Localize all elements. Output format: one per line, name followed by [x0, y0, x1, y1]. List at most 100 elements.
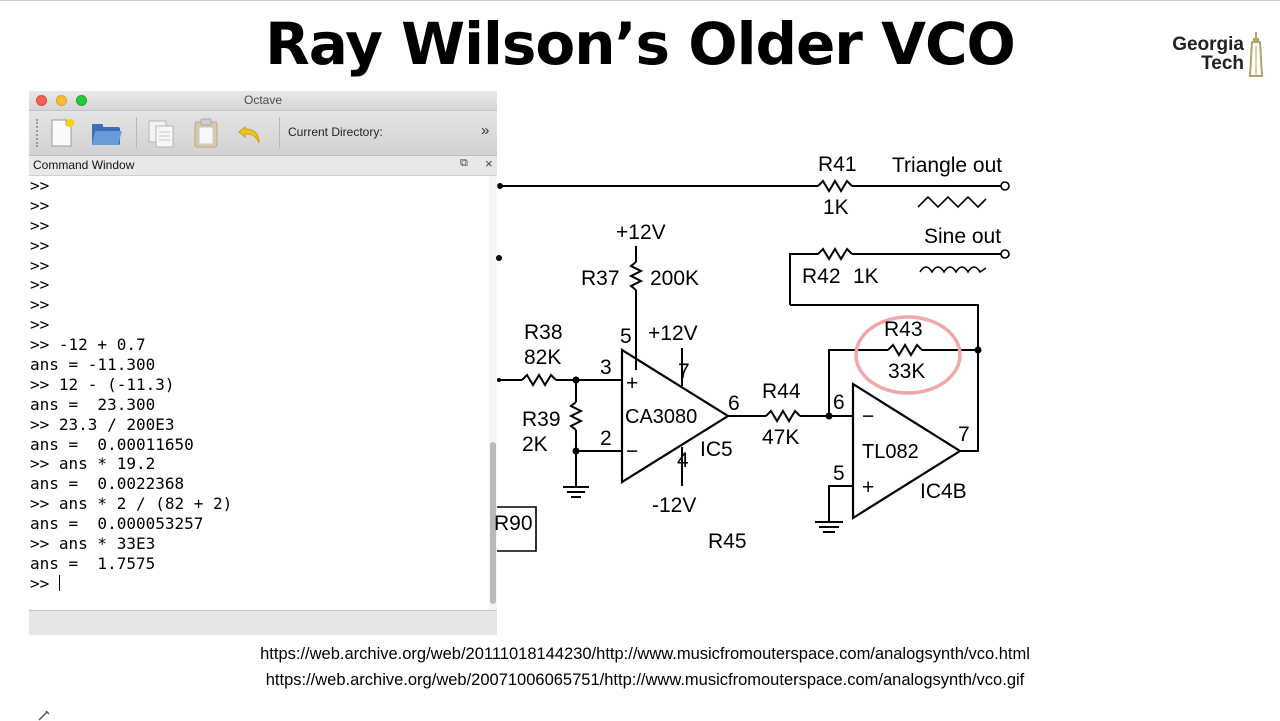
new-file-button[interactable] [45, 117, 77, 149]
r43-highlight-circle [854, 315, 962, 395]
r37-resistor [628, 261, 644, 291]
console-line: ans = 1.7575 [30, 553, 156, 573]
paste-icon [194, 118, 218, 148]
pin2-label: 2 [600, 427, 612, 450]
command-window-header: Command Window ⧉ × [29, 156, 497, 176]
r42-resistor [817, 247, 853, 261]
toolbar-separator-2 [279, 117, 280, 149]
r45-label: R45 [708, 530, 747, 553]
current-directory-label: Current Directory: [288, 125, 383, 139]
console-line: >> [30, 215, 50, 235]
tech-tower-icon [1248, 32, 1264, 77]
r42-label: R42 [802, 265, 841, 288]
wire [828, 485, 853, 522]
junction-dot [974, 346, 982, 354]
plus12v-label: +12V [648, 322, 698, 345]
r39-label: R39 [522, 408, 561, 431]
pen-icon[interactable] [38, 709, 50, 721]
logo-line-1: Georgia [1172, 34, 1244, 55]
window-close-button[interactable] [36, 95, 47, 106]
open-folder-button[interactable] [89, 117, 122, 149]
undo-icon [238, 125, 260, 144]
console-line: >> [30, 195, 50, 215]
pin4-label: 4 [677, 449, 689, 472]
r37-label: R37 [581, 267, 620, 290]
source-urls: https://web.archive.org/web/201110181442… [0, 641, 1280, 693]
r44-resistor [765, 409, 801, 423]
console-line: >> 23.3 / 200E3 [30, 414, 175, 434]
logo-line-2: Tech [1201, 53, 1244, 74]
plus-input-label: + [626, 372, 638, 395]
copy-button[interactable] [145, 117, 177, 149]
toolbar: Current Directory: » [29, 111, 497, 156]
junction-dot [572, 447, 580, 455]
copy-icon [148, 120, 174, 148]
console-line: >> [30, 275, 50, 295]
console-line: >> ans * 19.2 [30, 454, 156, 474]
wire [828, 349, 888, 416]
tl082-plus-label: + [862, 476, 874, 499]
tl082-pin6-label: 6 [833, 391, 845, 414]
console-line: >> -12 + 0.7 [30, 335, 146, 355]
top-rule [0, 0, 1280, 1]
r43-label: R43 [884, 318, 923, 341]
r41-value: 1K [823, 196, 849, 219]
window-title: Octave [243, 93, 282, 107]
paste-button[interactable] [190, 117, 222, 149]
toolbar-overflow-button[interactable]: » [481, 122, 490, 139]
console-line: ans = 0.000053257 [30, 514, 204, 534]
r90-label: R90 [494, 512, 533, 535]
console-line: ans = 0.0022368 [30, 474, 185, 494]
ic4b-label: IC4B [920, 480, 967, 503]
undock-icon[interactable]: ⧉ [460, 157, 468, 169]
r44-label: R44 [762, 380, 801, 403]
command-window-label: Command Window [33, 158, 135, 172]
r38-resistor [521, 373, 557, 387]
console-prompt: >> [30, 573, 59, 593]
pin3-label: 3 [600, 356, 612, 379]
triangle-out-terminal [1000, 181, 1010, 191]
text-caret [58, 574, 60, 591]
logo-text: Georgia Tech [1144, 35, 1244, 73]
close-panel-icon[interactable]: × [485, 156, 493, 171]
console-line: >> [30, 176, 50, 195]
georgia-tech-logo: Georgia Tech [1144, 32, 1268, 78]
console-line: >> ans * 2 / (82 + 2) [30, 494, 233, 514]
ic5-label: IC5 [700, 438, 733, 461]
r37-value: 200K [650, 267, 699, 290]
console-line: >> ans * 33E3 [30, 534, 156, 554]
window-titlebar[interactable]: Octave [29, 91, 497, 111]
console-line: >> [30, 255, 50, 275]
r38-value: 82K [524, 346, 561, 369]
scrollbar-thumb[interactable] [490, 442, 496, 604]
r41-resistor [817, 179, 853, 193]
console-line: ans = 0.00011650 [30, 434, 194, 454]
pin5-label: 5 [620, 325, 632, 348]
r38-label: R38 [524, 321, 563, 344]
undo-button[interactable] [235, 117, 267, 149]
window-minimize-button[interactable] [56, 95, 67, 106]
console-prompt-line[interactable]: >> [29, 574, 489, 594]
wire [790, 304, 979, 350]
r43-resistor [887, 343, 923, 357]
tl082-label: TL082 [862, 441, 919, 463]
url-link-1[interactable]: https://web.archive.org/web/201110181442… [260, 645, 1030, 663]
sine-wave-icon [919, 266, 987, 274]
r42-value: 1K [853, 265, 879, 288]
window-maximize-button[interactable] [76, 95, 87, 106]
slide-title: Ray Wilson’s Older VCO [265, 10, 1016, 78]
toolbar-grip[interactable] [36, 119, 38, 147]
vertical-scrollbar[interactable] [489, 176, 497, 610]
console-line: >> 12 - (-11.3) [30, 374, 175, 394]
url-link-2[interactable]: https://web.archive.org/web/200710060657… [265, 671, 1025, 689]
r39-resistor [568, 401, 584, 431]
console-line: ans = -11.300 [30, 355, 156, 375]
tl082-pin7-label: 7 [958, 423, 970, 446]
new-file-icon [51, 118, 74, 147]
junction-dot [572, 376, 580, 384]
minus-input-label: − [626, 440, 638, 463]
tl082-opamp [851, 382, 963, 520]
wire [789, 253, 818, 305]
console-line: >> [30, 315, 50, 335]
